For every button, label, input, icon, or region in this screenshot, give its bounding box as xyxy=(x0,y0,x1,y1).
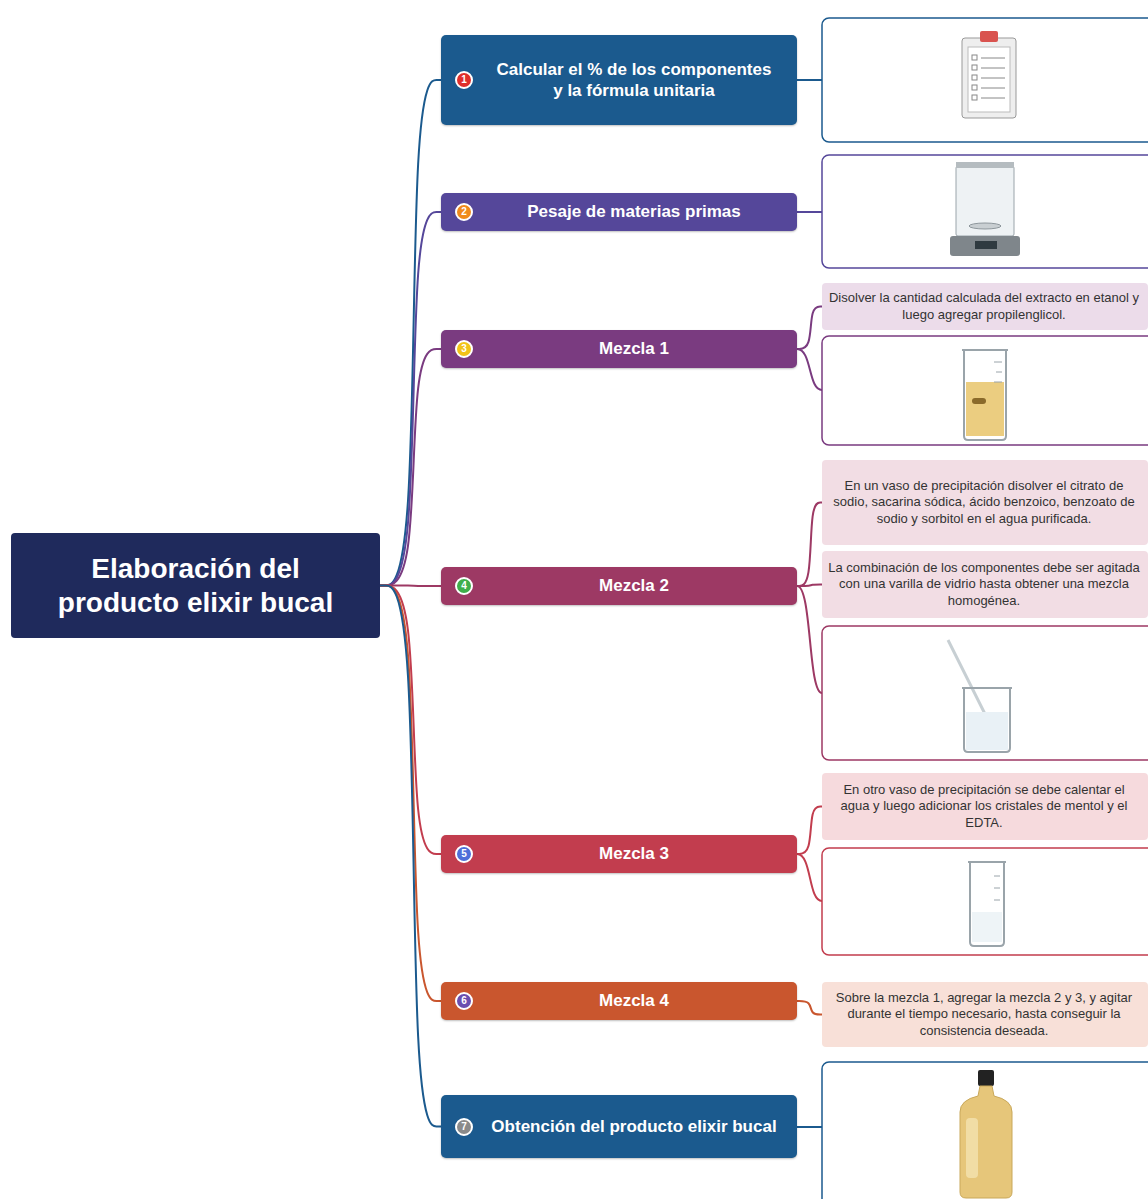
node-text: Pesaje de materias primas xyxy=(527,201,741,222)
node-text: Mezcla 2 xyxy=(599,575,669,596)
step-number: 4 xyxy=(455,577,473,595)
step-number: 5 xyxy=(455,845,473,863)
note-box: En un vaso de precipitación disolver el … xyxy=(822,460,1148,545)
leader-line xyxy=(797,349,822,390)
balance-top xyxy=(956,162,1014,168)
node-text: Disolver la cantidad calculada del extra… xyxy=(828,290,1140,323)
balance-display xyxy=(975,241,997,249)
beaker-liquid xyxy=(972,912,1002,942)
picture-panel xyxy=(822,155,1148,268)
bottle-body xyxy=(960,1086,1012,1198)
picture-panel xyxy=(822,848,1148,955)
balance-icon xyxy=(950,162,1020,256)
node-text: 1 xyxy=(461,75,467,85)
checkbox xyxy=(972,95,977,100)
node-text: 3 xyxy=(461,344,467,354)
leader-line xyxy=(797,79,822,81)
node-text: Mezcla 1 xyxy=(599,338,669,359)
bottle-shine xyxy=(966,1118,978,1178)
step-number: 6 xyxy=(455,992,473,1010)
bottle-cap xyxy=(978,1070,994,1086)
leader-line xyxy=(797,854,822,901)
clipboard-paper xyxy=(968,47,1010,112)
step-number: 7 xyxy=(455,1118,473,1136)
checkbox xyxy=(972,55,977,60)
beaker-glass xyxy=(962,350,1008,440)
node-text: En un vaso de precipitación disolver el … xyxy=(828,478,1140,527)
note-box: En otro vaso de precipitación se debe ca… xyxy=(822,773,1148,840)
node-text: 6 xyxy=(461,996,467,1006)
branch-connector xyxy=(380,349,441,586)
step-box: Mezcla 1 3 xyxy=(441,330,797,368)
clipboard-board xyxy=(962,38,1016,118)
leader-line xyxy=(797,586,822,693)
leader-line xyxy=(797,211,822,213)
balance-pan xyxy=(969,223,1001,229)
node-text: Obtención del producto elixir bucal xyxy=(491,1116,776,1137)
picture-panel xyxy=(822,1062,1148,1199)
node-text: Mezcla 4 xyxy=(599,990,669,1011)
checkbox xyxy=(972,85,977,90)
node-text: Calcular el % de los componentes y la fó… xyxy=(491,59,777,102)
beaker-glass xyxy=(962,688,1012,752)
step-box: Mezcla 4 6 xyxy=(441,982,797,1020)
checkbox xyxy=(972,65,977,70)
step-number: 3 xyxy=(455,340,473,358)
root-topic: Elaboración del producto elixir bucal xyxy=(11,533,380,638)
step-box: Pesaje de materias primas 2 xyxy=(441,193,797,231)
beaker-liquid xyxy=(966,382,1004,436)
branch-connector xyxy=(380,80,441,586)
checkbox xyxy=(972,75,977,80)
clipboard-icon xyxy=(962,31,1016,118)
note-box: Disolver la cantidad calculada del extra… xyxy=(822,283,1148,330)
branch-connector xyxy=(797,307,822,350)
node-text: 5 xyxy=(461,849,467,859)
picture-panel xyxy=(822,626,1148,760)
branch-connector xyxy=(797,1001,822,1015)
balance-base xyxy=(950,236,1020,256)
clipboard-clip xyxy=(980,31,998,42)
step-number: 1 xyxy=(455,71,473,89)
balance-glass xyxy=(956,166,1014,236)
branch-connector xyxy=(797,807,822,855)
beaker-glass xyxy=(968,862,1006,946)
beaker-rod-icon xyxy=(948,640,1012,752)
step-box: Mezcla 2 4 xyxy=(441,567,797,605)
node-text: En otro vaso de precipitación se debe ca… xyxy=(828,782,1140,831)
note-box: La combinación de los componentes debe s… xyxy=(822,551,1148,618)
branch-connector xyxy=(380,586,441,1127)
step-box: Mezcla 3 5 xyxy=(441,835,797,873)
picture-panel xyxy=(822,336,1148,445)
step-number: 2 xyxy=(455,203,473,221)
beaker-scale xyxy=(994,876,1000,900)
beaker-scale xyxy=(994,362,1002,382)
step-box: Obtención del producto elixir bucal 7 xyxy=(441,1095,797,1158)
bottle-icon xyxy=(960,1070,1012,1198)
beaker-liquid xyxy=(966,712,1008,750)
list-lines xyxy=(981,58,1005,98)
branch-connector xyxy=(380,586,441,1002)
node-text: 7 xyxy=(461,1122,467,1132)
step-box: Calcular el % de los componentes y la fó… xyxy=(441,35,797,125)
node-text: 4 xyxy=(461,581,467,591)
note-box: Sobre la mezcla 1, agregar la mezcla 2 y… xyxy=(822,982,1148,1047)
beaker-icon xyxy=(962,350,1008,440)
node-text: Elaboración del producto elixir bucal xyxy=(27,552,364,619)
branch-connector xyxy=(797,503,822,587)
node-text: 2 xyxy=(461,207,467,217)
picture-panel xyxy=(822,18,1148,142)
node-text: Mezcla 3 xyxy=(599,843,669,864)
beaker-label xyxy=(972,398,986,404)
branch-connector xyxy=(797,585,822,587)
node-text: Sobre la mezcla 1, agregar la mezcla 2 y… xyxy=(828,990,1140,1039)
node-text: La combinación de los componentes debe s… xyxy=(828,560,1140,609)
branch-connector xyxy=(380,212,441,586)
leader-line xyxy=(797,1126,822,1128)
beaker-icon xyxy=(968,862,1006,946)
